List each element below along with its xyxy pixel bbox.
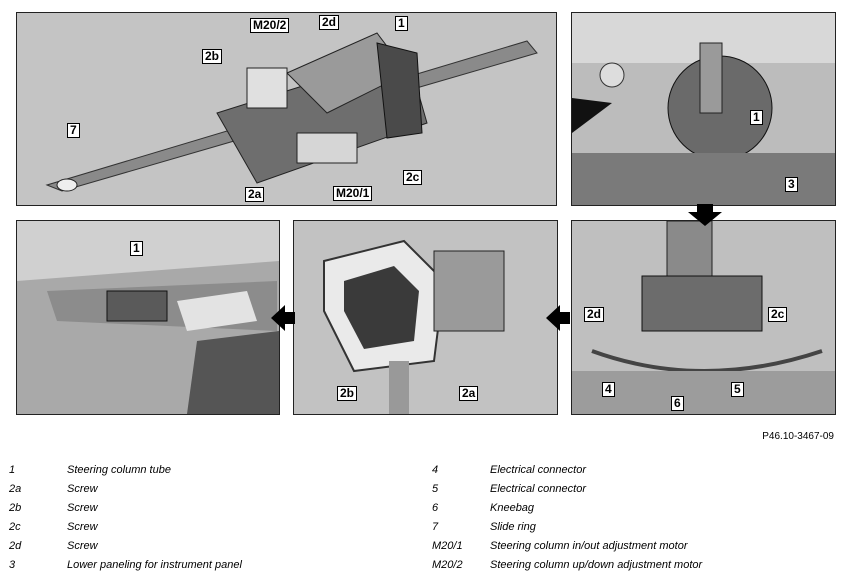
legend-code: 2a: [9, 483, 22, 495]
legend-row: 3 Lower paneling for instrument panel: [9, 556, 409, 575]
figure-steering-column-assembly: M20/2 2d 1 2b 7 2c 2a M20/1: [16, 12, 557, 206]
legend-row: 6 Kneebag: [432, 499, 832, 518]
legend-row: 4 Electrical connector: [432, 461, 832, 480]
left-arrow: [271, 305, 295, 331]
legend-row: 2b Screw: [9, 499, 409, 518]
steering-column-illustration: [17, 13, 556, 205]
figure-lower-paneling: 1 3: [571, 12, 836, 206]
legend-desc: Slide ring: [490, 521, 536, 533]
panel-screws-illustration: [294, 221, 557, 414]
connectors-illustration: [572, 221, 835, 414]
callout-7: 7: [67, 123, 80, 138]
legend-code: 2b: [9, 502, 22, 514]
legend-desc: Screw: [67, 483, 98, 495]
legend-desc: Screw: [67, 521, 98, 533]
legend-code: M20/1: [432, 540, 463, 552]
legend-code: 6: [432, 502, 439, 514]
legend-code: 1: [9, 464, 16, 476]
legend-row: 2a Screw: [9, 480, 409, 499]
legend-row: 1 Steering column tube: [9, 461, 409, 480]
callout-5: 5: [731, 382, 744, 397]
figure-vehicle-interior: 1: [16, 220, 280, 415]
legend-desc: Kneebag: [490, 502, 535, 514]
figure-connectors: 2d 2c 4 5 6: [571, 220, 836, 415]
legend-code: 3: [9, 559, 16, 571]
legend-code: M20/2: [432, 559, 463, 571]
legend-code: 4: [432, 464, 439, 476]
callout-1: 1: [130, 241, 143, 256]
legend-row: M20/2 Steering column up/down adjustment …: [432, 556, 832, 575]
legend-code: 7: [432, 521, 439, 533]
callout-2d: 2d: [319, 15, 340, 30]
callout-2b: 2b: [337, 386, 358, 401]
left-arrow: [546, 305, 570, 331]
callout-4: 4: [602, 382, 615, 397]
callout-2c: 2c: [403, 170, 423, 185]
callout-m20-2: M20/2: [250, 18, 290, 33]
callout-2d: 2d: [584, 307, 605, 322]
legend-desc: Steering column tube: [67, 464, 171, 476]
callout-2c: 2c: [768, 307, 788, 322]
legend-code: 2d: [9, 540, 22, 552]
legend-desc: Electrical connector: [490, 483, 586, 495]
figure-panel-screws: 2b 2a: [293, 220, 558, 415]
legend-row: 5 Electrical connector: [432, 480, 832, 499]
vehicle-interior-illustration: [17, 221, 279, 414]
callout-3: 3: [785, 177, 798, 192]
legend-row: 2d Screw: [9, 537, 409, 556]
reference-code: P46.10-3467-09: [762, 431, 834, 442]
legend-desc: Steering column up/down adjustment motor: [490, 559, 703, 571]
legend-desc: Screw: [67, 540, 98, 552]
callout-m20-1: M20/1: [333, 186, 373, 201]
down-arrow: [688, 204, 722, 226]
callout-2b: 2b: [202, 49, 223, 64]
legend-row: 2c Screw: [9, 518, 409, 537]
legend-row: M20/1 Steering column in/out adjustment m…: [432, 537, 832, 556]
callout-1: 1: [750, 110, 763, 125]
legend-desc: Lower paneling for instrument panel: [67, 559, 242, 571]
legend-code: 5: [432, 483, 439, 495]
legend-code: 2c: [9, 521, 21, 533]
callout-2a: 2a: [459, 386, 479, 401]
callout-2a: 2a: [245, 187, 265, 202]
legend-row: 7 Slide ring: [432, 518, 832, 537]
legend-desc: Electrical connector: [490, 464, 586, 476]
callout-6: 6: [671, 396, 684, 411]
callout-1: 1: [395, 16, 408, 31]
lower-paneling-illustration: [572, 13, 835, 205]
legend-desc: Screw: [67, 502, 98, 514]
legend-desc: Steering column in/out adjustment motor: [490, 540, 688, 552]
